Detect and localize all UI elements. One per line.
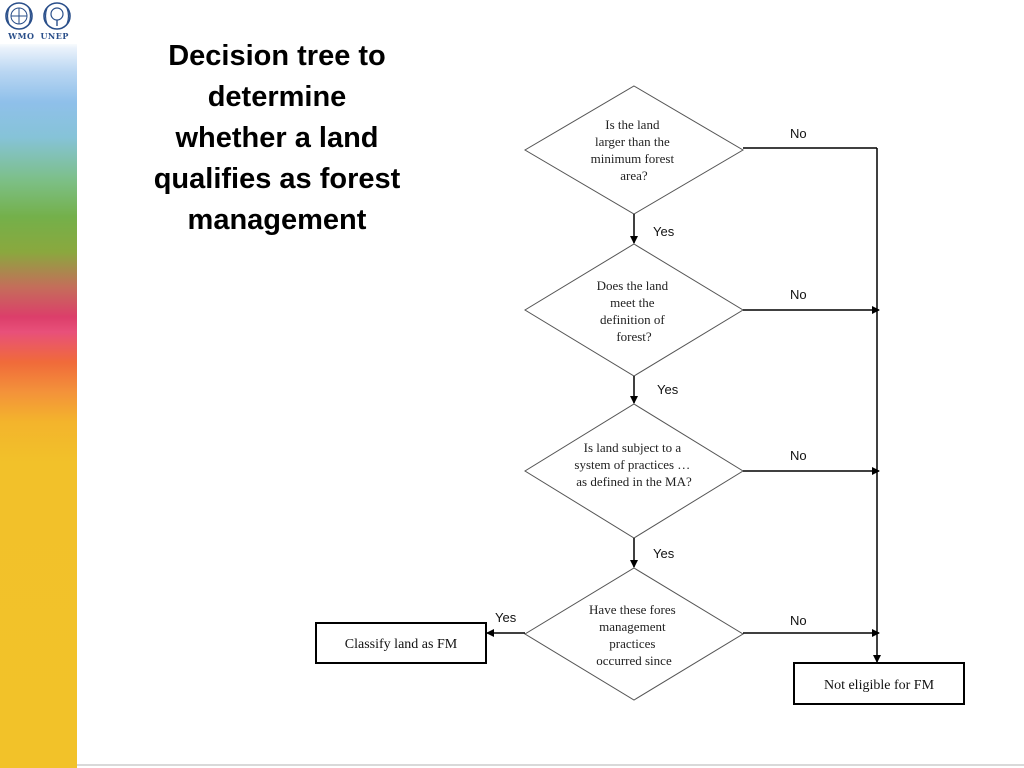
question-4-text: Have these fores management practices oc… [589,602,679,668]
yes-label-3: Yes [653,546,675,561]
logo-area: WMO UNEP [0,0,77,44]
outcome-not-eligible-text: Not eligible for FM [824,678,935,693]
decision-diamond-2 [524,243,744,377]
no-label-3: No [790,448,807,463]
decorative-color-band [0,42,77,768]
question-3-text: Is land subject to a system of practices… [574,440,693,489]
outcome-box-not-eligible [793,662,965,705]
title-line: whether a land [175,122,379,154]
question-2-text: Does the land meet the definition of for… [597,278,672,344]
unep-label: UNEP [40,31,69,41]
logo-caption: WMO UNEP [0,31,77,41]
title-line: qualifies as forest [153,163,401,195]
question-1-text: Is the land larger than the minimum fore… [591,117,678,183]
decision-diamond-4 [524,567,744,701]
title-line: management [187,204,367,236]
no-label-2: No [790,287,807,302]
outcome-box-classify-fm [315,622,487,664]
slide-title: Decision tree to determine whether a lan… [118,36,436,241]
yes-label-1: Yes [653,224,675,239]
outcome-classify-fm-text: Classify land as FM [345,637,458,652]
no-label-4: No [790,613,807,628]
yes-label-4: Yes [495,610,517,625]
yes-label-2: Yes [657,382,679,397]
title-line: Decision tree to [168,40,386,72]
wmo-label: WMO [8,31,35,41]
footer-divider [77,764,1024,766]
title-line: determine [207,81,347,113]
logo-emblems [5,2,71,30]
wmo-emblem-icon [5,2,33,30]
decision-diamond-1 [524,85,744,215]
unep-emblem-icon [43,2,71,30]
no-label-1: No [790,126,807,141]
